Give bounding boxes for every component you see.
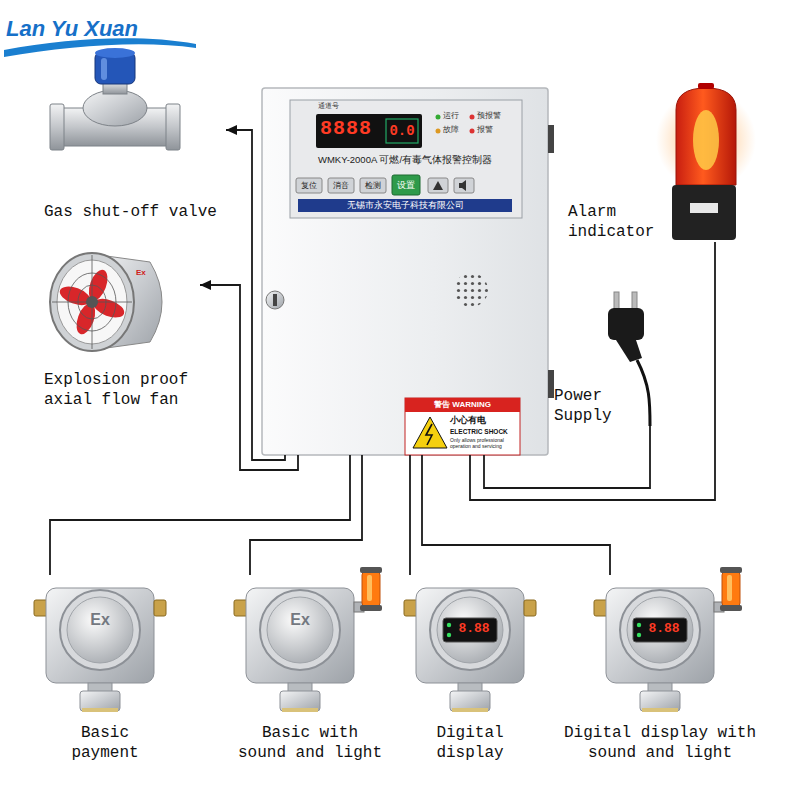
detector-node: Basic with sound and light xyxy=(225,575,395,763)
connector xyxy=(200,280,298,470)
connector xyxy=(410,455,411,575)
node-caption: Basic with sound and light xyxy=(235,723,385,763)
ex-mark: Ex xyxy=(285,610,315,629)
display-digits: 8888 xyxy=(320,117,372,141)
connector xyxy=(50,455,350,575)
wire xyxy=(422,455,610,575)
warning-text: ELECTRIC SHOCK xyxy=(450,428,508,436)
button-label: 设置 xyxy=(392,179,420,191)
model-title: WMKY-2000A 可燃/有毒气体报警控制器 xyxy=(292,154,518,166)
ex-mark: Ex xyxy=(136,268,146,278)
watermark: Lan Yu Xuan xyxy=(6,16,138,42)
connector xyxy=(226,125,285,460)
warning-note: Only allows professional operation and s… xyxy=(450,438,518,450)
node-caption: Digital display xyxy=(420,723,520,763)
node-caption: Digital display with sound and light xyxy=(560,723,760,763)
node-caption: Power Supply xyxy=(554,386,624,426)
led-label: 运行 xyxy=(443,111,459,120)
node-caption: Alarm indicator xyxy=(568,202,668,242)
wire xyxy=(50,455,350,575)
device-node: Alarm indicator xyxy=(568,76,750,242)
wire xyxy=(226,130,285,460)
led-label: 预报警 xyxy=(477,111,501,120)
node-caption: Explosion proof axial flow fan xyxy=(44,370,194,410)
detector-digits: 8.88 xyxy=(454,621,494,637)
button-label: 检测 xyxy=(360,180,386,191)
device-node: Explosion proof axial flow fan xyxy=(44,245,200,410)
button-label: 复位 xyxy=(296,180,322,191)
arrow-head xyxy=(226,125,237,135)
device-node: Gas shut-off valve xyxy=(44,18,226,222)
connector xyxy=(484,426,650,488)
wire xyxy=(409,455,411,575)
controller-box: WMKY-2000A 可燃/有毒气体报警控制器无锡市永安电子科技有限公司 xyxy=(262,88,548,455)
device-node: Power Supply xyxy=(554,298,666,426)
panel-label: 通道号 xyxy=(318,102,339,110)
connector xyxy=(470,242,715,500)
detector-node: Digital display xyxy=(405,575,535,763)
ex-mark: Ex xyxy=(85,610,115,629)
detector-digits: 8.88 xyxy=(644,621,684,637)
node-caption: Basic payment xyxy=(60,723,150,763)
connector xyxy=(422,455,610,575)
display-digits: 0.0 xyxy=(386,122,418,140)
warning-header: 警告 WARNING xyxy=(405,399,520,411)
arrow-head xyxy=(200,280,211,290)
node-caption: Gas shut-off valve xyxy=(44,202,226,222)
wire xyxy=(470,242,715,500)
button-label: 消音 xyxy=(328,180,354,191)
connector xyxy=(250,455,362,575)
detector-node: Basic payment xyxy=(30,575,180,763)
warning-text: 小心有电 xyxy=(450,415,486,426)
maker-band: 无锡市永安电子科技有限公司 xyxy=(298,199,512,212)
wire xyxy=(200,285,298,470)
detector-node: Digital display with sound and light xyxy=(555,575,765,763)
led-label: 报警 xyxy=(477,125,493,134)
wire xyxy=(250,455,362,575)
wire xyxy=(484,426,650,488)
led-label: 故障 xyxy=(443,125,459,134)
